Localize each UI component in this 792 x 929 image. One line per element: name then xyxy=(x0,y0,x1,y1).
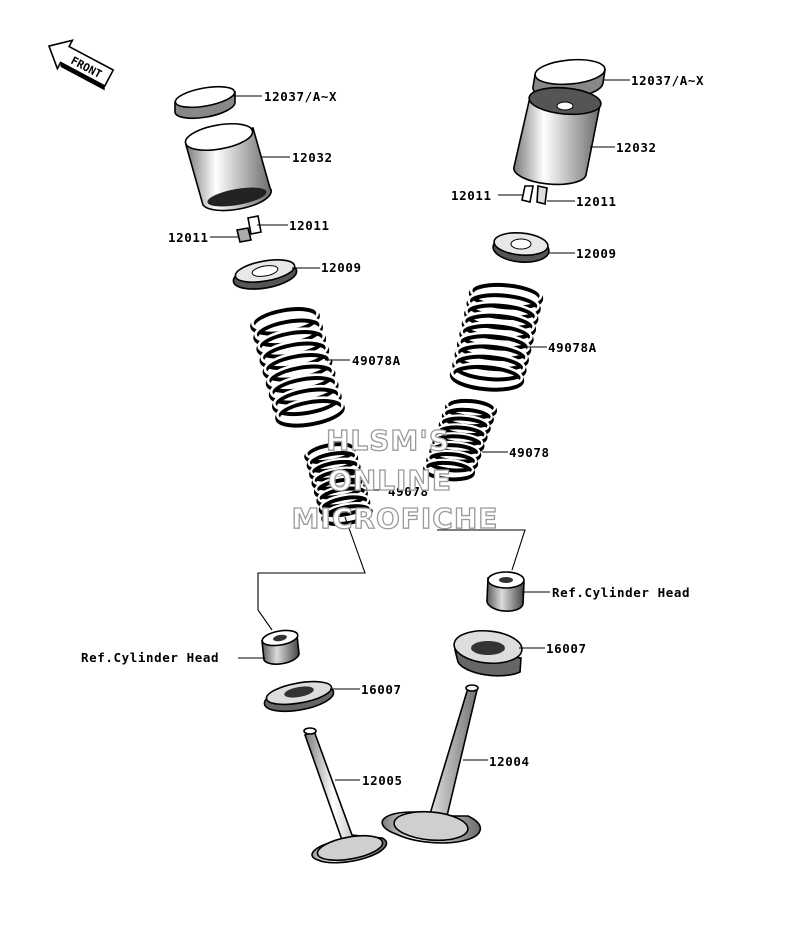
label-left-tappet: 12032 xyxy=(292,150,333,165)
left-shim xyxy=(174,85,236,120)
label-right-tappet: 12032 xyxy=(616,140,657,155)
label-left-seat: 16007 xyxy=(361,682,402,697)
right-valve-seal xyxy=(486,571,525,612)
left-keepers xyxy=(236,215,262,243)
label-right-valve: 12004 xyxy=(489,754,530,769)
watermark-line-3: MICROFICHE xyxy=(292,502,499,535)
label-left-outer-spring: 49078A xyxy=(352,353,401,368)
label-left-keeper-left: 12011 xyxy=(168,230,209,245)
label-right-outer-spring: 49078A xyxy=(548,340,597,355)
left-retainer xyxy=(232,259,298,290)
leader-lines xyxy=(210,79,630,781)
left-valve-seal xyxy=(261,629,300,665)
label-right-inner-spring: 49078 xyxy=(509,445,550,460)
label-right-seal-ref: Ref.Cylinder Head xyxy=(552,585,690,600)
left-tappet xyxy=(184,122,273,212)
right-valve xyxy=(381,684,482,844)
label-left-inner-spring: 49078 xyxy=(388,484,429,499)
left-valve xyxy=(303,727,388,864)
label-right-retainer: 12009 xyxy=(576,246,617,261)
front-arrow-icon: FRONT xyxy=(47,39,115,91)
right-tappet xyxy=(513,86,602,186)
label-left-keeper-right: 12011 xyxy=(289,218,330,233)
left-spring-seat xyxy=(263,680,335,713)
right-outer-spring xyxy=(449,280,544,392)
watermark: HLSM'S ONLINE MICROFICHE xyxy=(291,423,499,535)
watermark-line-2: ONLINE xyxy=(328,464,452,497)
label-right-seat: 16007 xyxy=(546,641,587,656)
left-inner-spring xyxy=(304,439,373,527)
right-spring-seat xyxy=(453,629,523,677)
right-inner-spring xyxy=(422,396,498,482)
left-outer-spring xyxy=(250,304,345,428)
label-left-shim: 12037/A~X xyxy=(264,89,337,104)
label-left-seal-ref: Ref.Cylinder Head xyxy=(81,650,219,665)
label-right-keeper-right: 12011 xyxy=(576,194,617,209)
label-right-keeper-left: 12011 xyxy=(451,188,492,203)
right-retainer xyxy=(492,231,550,263)
label-left-retainer: 12009 xyxy=(321,260,362,275)
label-right-shim: 12037/A~X xyxy=(631,73,704,88)
part-labels: 12037/A~X 12032 12011 12011 12009 49078A… xyxy=(81,73,704,788)
label-left-valve: 12005 xyxy=(362,773,403,788)
watermark-line-1: HLSM'S xyxy=(326,424,450,457)
right-keepers xyxy=(521,185,548,205)
